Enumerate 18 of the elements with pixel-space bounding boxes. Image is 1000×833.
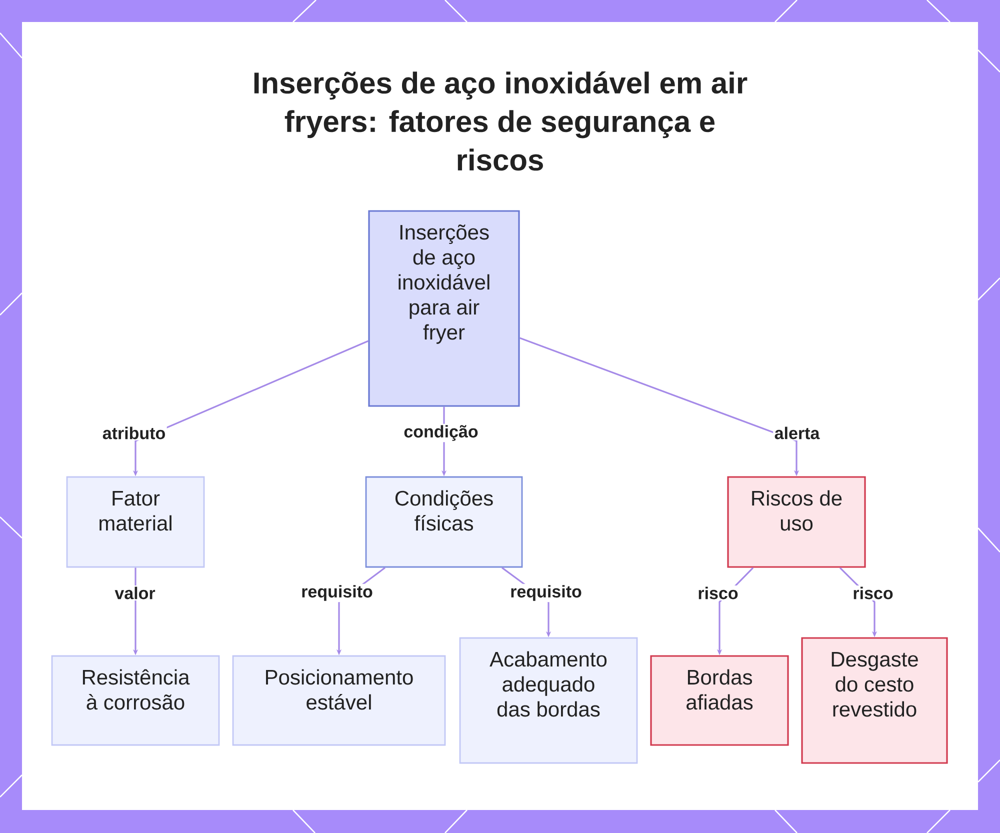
edge-label: risco	[696, 586, 740, 600]
concept-box: Condições físicas	[365, 476, 523, 568]
concept-box: Posicionamento estável	[232, 655, 446, 746]
title: Inserções de aço inoxidável em air fryers: fatores de segurança e riscos	[254, 71, 748, 171]
edge-label: alerta	[773, 426, 821, 440]
concept-box: Fator material	[66, 476, 205, 568]
concept-box: Inserções de aço inoxidável para air fryer	[368, 210, 520, 407]
edge-label: risco	[852, 586, 895, 600]
edge-label: condição	[402, 424, 480, 442]
edge-label: requisito	[508, 584, 584, 602]
concept-box: Desgaste do cesto revestido	[801, 637, 948, 764]
edge-label: valor	[114, 586, 157, 600]
edge-label: requisito	[300, 584, 374, 602]
concept-box: Acabamento adequado das bordas	[459, 637, 638, 764]
edge-label: atributo	[101, 426, 167, 440]
concept-box: Resistência à corrosão	[51, 655, 220, 746]
concept-box: Bordas afiadas	[650, 655, 789, 746]
concept-box: Riscos de uso	[727, 476, 866, 568]
